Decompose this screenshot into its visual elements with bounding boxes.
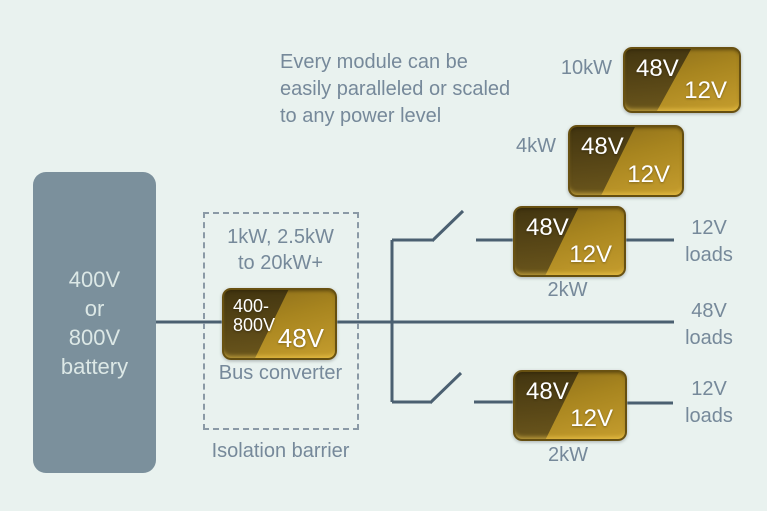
bus-module-input-voltage: 400- 800V: [233, 296, 276, 335]
converter-module-2kw-top: 48V 12V: [513, 206, 626, 277]
module-output-voltage: 12V: [569, 241, 612, 268]
load-label-12v-top: 12V loads: [685, 217, 733, 266]
load-label-12v-bottom: 12V loads: [685, 378, 733, 427]
bus-converter-rating-label: 1kW, 2.5kW to 20kW+: [227, 226, 334, 274]
bus-converter-label: Bus converter: [218, 362, 343, 384]
module-input-voltage: 48V: [636, 55, 679, 82]
isolation-barrier-label: Isolation barrier: [211, 440, 350, 462]
battery-label: 400V or 800V battery: [60, 266, 129, 379]
parallel-scaling-annotation: Every module can be easily paralleled or…: [280, 51, 511, 127]
power-label-2kw-top: 2kW: [547, 279, 588, 301]
module-output-voltage: 12V: [684, 77, 727, 104]
power-label-2kw-bottom: 2kW: [548, 444, 588, 466]
power-label-10kw: 10kW: [560, 57, 612, 79]
bus-module-output-voltage: 48V: [277, 323, 324, 353]
isolation-barrier-box: [203, 212, 359, 430]
module-output-voltage: 12V: [627, 161, 670, 188]
load-label-48v: 48V loads: [685, 300, 733, 349]
hv-battery-block: 400V or 800V battery: [33, 172, 156, 473]
bottom-switch-icon: [428, 371, 463, 405]
module-input-voltage: 48V: [526, 378, 569, 405]
module-output-voltage: 12V: [570, 405, 613, 432]
module-input-voltage: 48V: [581, 133, 624, 160]
converter-module-2kw-bottom: 48V 12V: [513, 370, 627, 441]
top-switch-icon: [430, 209, 465, 243]
module-input-voltage: 48V: [526, 214, 569, 241]
converter-module-10kw: 48V 12V: [623, 47, 741, 113]
converter-module-4kw: 48V 12V: [568, 125, 684, 197]
bus-converter-module: 400- 800V 48V: [222, 288, 337, 360]
power-label-4kw: 4kW: [516, 135, 556, 157]
